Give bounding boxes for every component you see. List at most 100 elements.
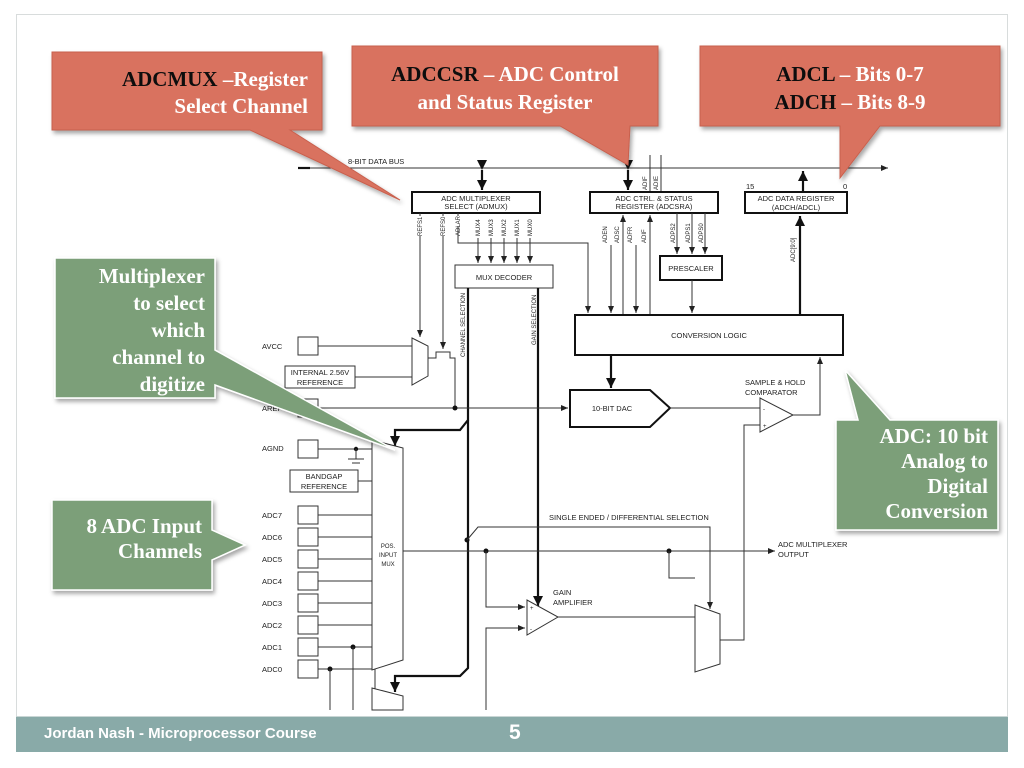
admux-bit-label: MUX3	[489, 219, 495, 236]
adc-input-label: ADC1	[262, 643, 282, 652]
svg-text:ADIF: ADIF	[643, 176, 649, 190]
svg-text:AGND: AGND	[262, 444, 284, 453]
adc-input-label: ADC2	[262, 621, 282, 630]
footer-author: Jordan Nash - Microprocessor Course	[44, 725, 317, 742]
svg-text:COMPARATOR: COMPARATOR	[745, 388, 798, 397]
adc-input-label: ADC6	[262, 533, 282, 542]
svg-text:SAMPLE & HOLD: SAMPLE & HOLD	[745, 378, 806, 387]
admux-bit-label: REFS1	[418, 216, 424, 236]
page-number: 5	[509, 721, 521, 744]
data-bus: 8-BIT DATA BUS	[298, 157, 888, 171]
admux-bit-label: MUX2	[502, 219, 508, 236]
svg-text:0: 0	[843, 182, 847, 191]
adc-data-register: 15 0 ADC DATA REGISTER (ADCH/ADCL) ADC[9…	[744, 171, 848, 315]
conversion-logic-box	[574, 314, 844, 356]
svg-text:+: +	[530, 606, 534, 612]
adc-input-label: ADC3	[262, 599, 282, 608]
svg-text:MUX: MUX	[381, 562, 394, 568]
adcsra-bit-label: ADPS0	[699, 223, 705, 243]
svg-text:INTERNAL 2.56V: INTERNAL 2.56V	[291, 368, 350, 377]
prescaler: PRESCALER	[668, 264, 714, 273]
svg-text:and Status Register: and Status Register	[417, 90, 592, 114]
svg-text:ADC[9:0]: ADC[9:0]	[791, 237, 797, 262]
adcsra-register: ADIF ADIE ADC CTRL. & STATUS REGISTER (A…	[589, 155, 723, 315]
adcsra-bit-label: ADSC	[615, 226, 621, 243]
svg-text:AMPLIFIER: AMPLIFIER	[553, 598, 593, 607]
svg-text:OUTPUT: OUTPUT	[778, 550, 809, 559]
svg-text:ADCMUX –Register: ADCMUX –Register	[122, 67, 308, 91]
svg-text:Digital: Digital	[927, 474, 988, 498]
svg-text:ADC CTRL. & STATUS: ADC CTRL. & STATUS	[615, 194, 692, 203]
svg-text:-: -	[530, 627, 532, 633]
adcsra-bit-label: ADPS1	[686, 223, 692, 243]
svg-text:ADC MULTIPLEXER: ADC MULTIPLEXER	[778, 540, 848, 549]
data-bus-label: 8-BIT DATA BUS	[348, 157, 404, 166]
adc-input-label: ADC7	[262, 511, 282, 520]
adcsra-bit-label: ADEN	[603, 226, 609, 243]
svg-text:+: +	[763, 424, 767, 430]
svg-text:ADIE: ADIE	[654, 176, 660, 190]
svg-text:10-BIT DAC: 10-BIT DAC	[592, 404, 633, 413]
svg-text:ADCCSR – ADC Control: ADCCSR – ADC Control	[391, 62, 619, 86]
comparator	[759, 397, 795, 433]
differential-mux	[694, 604, 721, 673]
pos-input-mux	[371, 439, 404, 671]
channel-selection-label: CHANNEL SELECTION	[461, 293, 467, 357]
admux-bit-label: MUX4	[476, 219, 482, 236]
adcsra-bit-label: ADFR	[628, 226, 634, 243]
svg-text:REFERENCE: REFERENCE	[297, 378, 343, 387]
svg-text:which: which	[151, 318, 205, 342]
svg-text:GAIN: GAIN	[553, 588, 571, 597]
svg-text:BANDGAP: BANDGAP	[306, 472, 343, 481]
svg-text:ADC: 10 bit: ADC: 10 bit	[880, 424, 989, 448]
svg-text:-: -	[763, 407, 765, 413]
callout-admux: ADCMUX –Register Select Channel	[51, 51, 401, 201]
svg-text:REFERENCE: REFERENCE	[301, 482, 347, 491]
svg-text:Multiplexer: Multiplexer	[99, 264, 205, 288]
gain-amplifier	[526, 599, 560, 636]
svg-text:AVCC: AVCC	[262, 342, 283, 351]
adc-input-label: ADC0	[262, 665, 282, 674]
svg-text:to select: to select	[133, 291, 205, 315]
svg-text:Conversion: Conversion	[885, 499, 988, 523]
svg-text:POS.: POS.	[381, 544, 396, 550]
adc-input-label: ADC4	[262, 577, 282, 586]
admux-bit-label: ADLAR	[456, 215, 462, 236]
svg-text:Select Channel: Select Channel	[174, 94, 308, 118]
admux-bit-label: REFS0	[441, 216, 447, 236]
mux-decoder: MUX DECODER	[476, 273, 533, 282]
admux-register: ADC MULTIPLEXER SELECT (ADMUX) REFS1 REFS…	[411, 160, 591, 349]
svg-text:8 ADC Input: 8 ADC Input	[86, 514, 202, 538]
svg-text:ADC DATA REGISTER: ADC DATA REGISTER	[758, 194, 835, 203]
adcsra-bit-label: ADPS2	[671, 223, 677, 243]
conversion-logic: CONVERSION LOGIC	[671, 331, 747, 340]
svg-text:INPUT: INPUT	[379, 553, 397, 559]
single-ended-label: SINGLE ENDED / DIFFERENTIAL SELECTION	[549, 513, 709, 522]
svg-text:ADCL – Bits 0-7: ADCL – Bits 0-7	[776, 62, 924, 86]
svg-text:ADCH – Bits 8-9: ADCH – Bits 8-9	[774, 90, 925, 114]
callout-adcl: ADCL – Bits 0-7 ADCH – Bits 8-9	[699, 45, 1001, 180]
svg-text:REGISTER (ADCSRA): REGISTER (ADCSRA)	[616, 202, 693, 211]
adcsra-bit-label: ADIF	[642, 229, 648, 243]
callout-mux: Multiplexer to select which channel to digit…	[54, 257, 396, 451]
svg-text:(ADCH/ADCL): (ADCH/ADCL)	[772, 203, 821, 212]
footer: Jordan Nash - Microprocessor Course 5	[16, 716, 1008, 752]
svg-text:digitize: digitize	[140, 372, 205, 396]
svg-text:15: 15	[746, 182, 754, 191]
admux-bit-label: MUX1	[515, 219, 521, 236]
svg-text:SELECT (ADMUX): SELECT (ADMUX)	[444, 202, 508, 211]
callout-adcsr: ADCCSR – ADC Control and Status Register	[351, 45, 659, 166]
gain-selection-label: GAIN SELECTION	[532, 295, 538, 345]
svg-text:Analog to: Analog to	[901, 449, 988, 473]
dac	[569, 389, 672, 428]
svg-text:ADC MULTIPLEXER: ADC MULTIPLEXER	[441, 194, 511, 203]
svg-text:channel to: channel to	[112, 345, 205, 369]
svg-text:Channels: Channels	[118, 539, 202, 563]
adc-input-label: ADC5	[262, 555, 282, 564]
admux-bit-label: MUX0	[528, 219, 534, 236]
